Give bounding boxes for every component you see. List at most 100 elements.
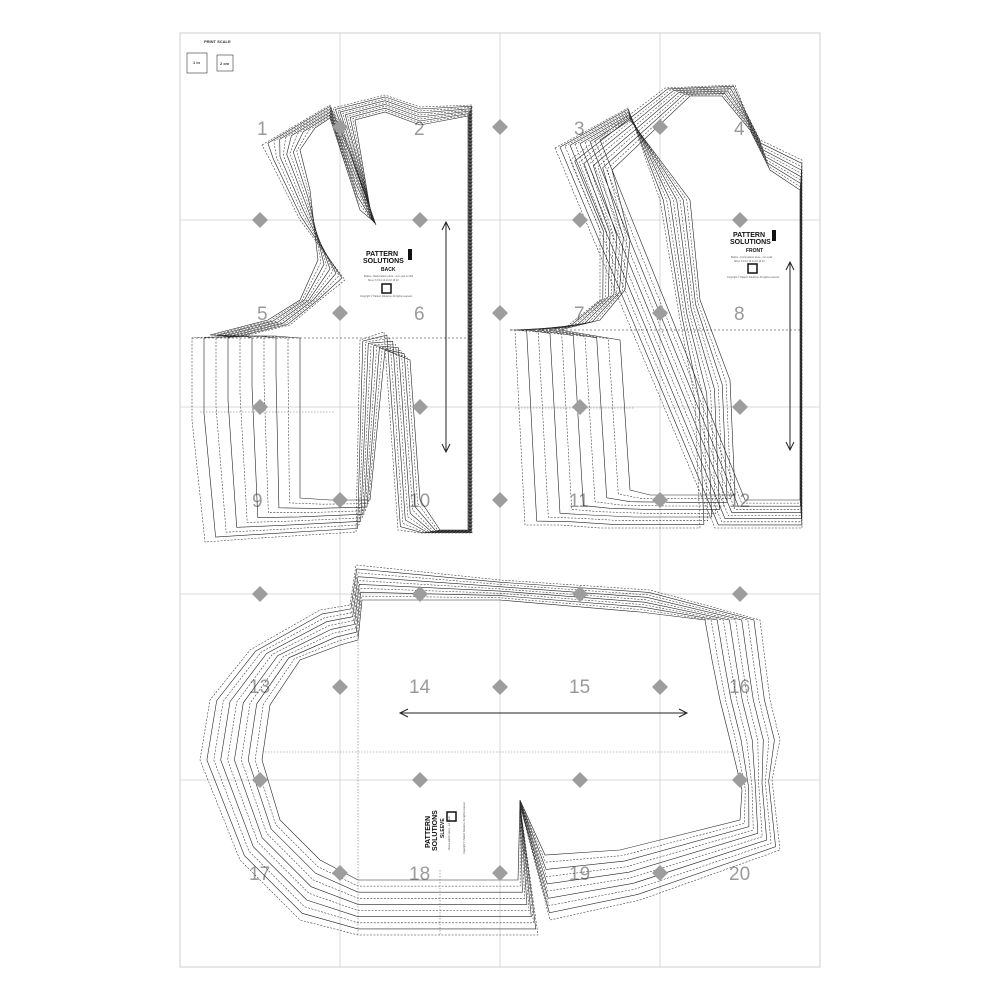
sleeve-nested-size-lines xyxy=(199,564,781,936)
size-line xyxy=(261,599,743,881)
print-scale-title: PRINT SCALE xyxy=(204,39,231,44)
scale-label-cm: 2 cm xyxy=(220,61,230,66)
alignment-diamond xyxy=(572,772,588,788)
page-number-4: 4 xyxy=(734,119,745,140)
alignment-diamond xyxy=(732,399,748,415)
alignment-markers xyxy=(252,119,748,881)
size-line xyxy=(515,85,803,526)
size-line xyxy=(509,84,803,529)
back-brand-line2: SOLUTIONS xyxy=(363,258,404,265)
alignment-diamond xyxy=(252,399,268,415)
front-qr-code xyxy=(747,263,758,274)
alignment-diamond xyxy=(732,212,748,228)
brand-logo-mark xyxy=(408,249,412,260)
size-line xyxy=(209,111,469,531)
size-line xyxy=(213,109,469,531)
size-line xyxy=(206,568,776,930)
sleeve-grainline xyxy=(398,708,689,718)
back-nested-size-lines xyxy=(191,94,473,543)
back-copyright: Copyright © Pattern Solutions. All right… xyxy=(360,295,413,298)
back-grainline xyxy=(441,220,451,454)
page-number-14: 14 xyxy=(409,677,431,698)
page-number-12: 12 xyxy=(729,491,750,512)
alignment-diamond xyxy=(252,212,268,228)
size-line xyxy=(219,106,470,532)
size-line xyxy=(247,591,750,893)
front-piece-name: FRONT xyxy=(746,248,763,254)
size-line xyxy=(227,100,471,533)
alignment-diamond xyxy=(572,212,588,228)
alignment-diamond xyxy=(652,679,668,695)
alignment-diamond xyxy=(492,865,508,881)
size-line xyxy=(537,90,802,513)
front-grainline xyxy=(785,260,795,452)
alignment-diamond xyxy=(572,586,588,602)
alignment-diamond xyxy=(492,119,508,135)
page-number-17: 17 xyxy=(249,864,270,885)
back-label: PATTERN SOLUTIONS BACK Bodice - Back pat… xyxy=(360,249,414,298)
page-number-11: 11 xyxy=(569,491,589,512)
print-scale: PRINT SCALE 1 in 2 cm xyxy=(186,39,234,74)
scale-box-cm xyxy=(216,54,234,72)
size-line xyxy=(548,93,801,507)
alignment-diamond xyxy=(492,305,508,321)
page-number-19: 19 xyxy=(569,864,590,885)
size-line xyxy=(191,94,473,543)
page-number-1: 1 xyxy=(257,119,268,140)
page-number-16: 16 xyxy=(729,677,750,698)
sleeve-piece: PATTERN SOLUTIONS SLEEVE Sleeve pattern … xyxy=(199,564,781,936)
alignment-diamond xyxy=(332,305,348,321)
scale-label-inch: 1 in xyxy=(193,60,200,65)
alignment-diamond xyxy=(732,772,748,788)
size-line xyxy=(213,572,772,924)
size-line xyxy=(521,87,802,523)
page-number-2: 2 xyxy=(414,119,425,140)
sleeve-piece-name: SLEEVE xyxy=(440,818,446,838)
alignment-diamond xyxy=(332,679,348,695)
page-number-20: 20 xyxy=(729,864,750,885)
size-line xyxy=(216,107,470,531)
back-brand-line1: PATTERN xyxy=(366,251,398,258)
sleeve-info-line1: Sleeve pattern piece - cut 1 pair xyxy=(448,816,451,850)
size-line xyxy=(559,95,801,501)
back-info-line2: Sizes: 6 8 10 12 14 16 18 20 xyxy=(368,279,399,282)
front-copyright: Copyright © Pattern Solutions. All right… xyxy=(727,276,780,279)
back-piece-name: BACK xyxy=(381,267,396,273)
alignment-diamond xyxy=(412,772,428,788)
front-bodice-piece: PATTERN SOLUTIONS FRONT Bodice - Front p… xyxy=(509,84,803,529)
page-number-7: 7 xyxy=(574,304,585,325)
size-line xyxy=(532,89,802,516)
front-nested-size-lines xyxy=(509,84,803,529)
alignment-diamond xyxy=(412,212,428,228)
scale-box-inch xyxy=(186,52,208,74)
sleeve-label: PATTERN SOLUTIONS SLEEVE Sleeve pattern … xyxy=(425,801,466,854)
size-line xyxy=(227,580,763,911)
page-number-15: 15 xyxy=(569,677,590,698)
front-brand-line1: PATTERN xyxy=(733,232,765,239)
size-line xyxy=(241,588,754,899)
alignment-diamond xyxy=(492,679,508,695)
size-line xyxy=(215,98,472,533)
size-line xyxy=(199,564,781,936)
size-line xyxy=(226,102,471,532)
page-number-8: 8 xyxy=(734,304,745,325)
alignment-diamond xyxy=(652,865,668,881)
alignment-diamond xyxy=(572,399,588,415)
size-line xyxy=(220,576,768,917)
size-line xyxy=(254,595,746,887)
size-line xyxy=(203,96,472,538)
back-qr-code xyxy=(381,283,392,294)
alignment-diamond xyxy=(252,586,268,602)
page-number-18: 18 xyxy=(409,864,430,885)
alignment-diamond xyxy=(332,492,348,508)
front-info-line2: Sizes: 6 8 10 12 14 16 18 20 xyxy=(734,260,765,263)
sleeve-brand-line2: SOLUTIONS xyxy=(432,810,439,851)
sleeve-copyright: Copyright © Pattern Solutions. All right… xyxy=(463,801,466,854)
sleeve-qr-code xyxy=(446,811,457,822)
alignment-diamond xyxy=(492,492,508,508)
page-number-3: 3 xyxy=(574,119,585,140)
alignment-diamond xyxy=(252,772,268,788)
size-line xyxy=(554,94,801,504)
alignment-diamond xyxy=(652,492,668,508)
